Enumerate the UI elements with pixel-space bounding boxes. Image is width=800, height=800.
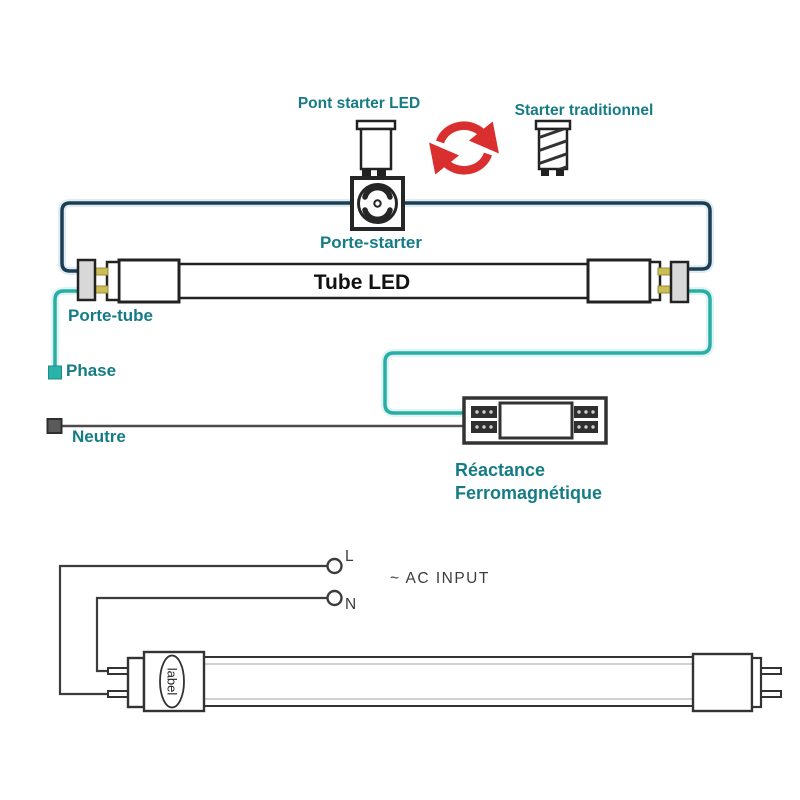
ballast-wire — [381, 287, 714, 417]
l-terminal — [326, 557, 343, 575]
led-tube — [105, 258, 662, 304]
led-starter-icon — [355, 119, 397, 177]
bottom-led-tube — [107, 650, 782, 713]
starter-socket-icon — [350, 176, 405, 231]
phase-label: Phase — [66, 361, 117, 380]
traditional-starter-icon — [534, 119, 572, 176]
tube-endcap-right — [586, 258, 652, 304]
neutre-label: Neutre — [72, 427, 126, 446]
bottom-tube-body — [203, 656, 694, 707]
tube-endcap-left — [117, 258, 181, 304]
starter-traditionnel-label: Starter traditionnel — [514, 102, 654, 119]
ballast-icon — [462, 396, 608, 445]
tube-holder-left — [76, 258, 97, 302]
tube-sticker-oval — [159, 654, 185, 709]
n-terminal-label: N — [345, 596, 357, 613]
pont-starter-led-label: Pont starter LED — [297, 95, 421, 112]
n-terminal — [326, 589, 343, 607]
porte-starter-label: Porte-starter — [319, 233, 423, 252]
l-terminal-label: L — [345, 548, 354, 565]
porte-tube-label: Porte-tube — [68, 306, 153, 325]
bottom-tube-endcap-right — [691, 652, 754, 713]
neutral-terminal — [46, 418, 63, 434]
ac-input-wires — [58, 557, 343, 696]
phase-wire — [51, 287, 79, 366]
phase-terminal — [48, 365, 62, 380]
reactance-label: Réactance Ferromagnétique — [455, 459, 602, 505]
reactance-label-line1: Réactance — [455, 460, 546, 480]
tube-sticker-label: label — [164, 667, 180, 696]
swap-arrows-icon — [429, 121, 499, 175]
reactance-label-line2: Ferromagnétique — [455, 483, 603, 503]
ac-input-label: ~ AC INPUT — [390, 570, 490, 587]
tube-holder-right — [669, 260, 690, 304]
tube-led-label: Tube LED — [313, 271, 411, 294]
